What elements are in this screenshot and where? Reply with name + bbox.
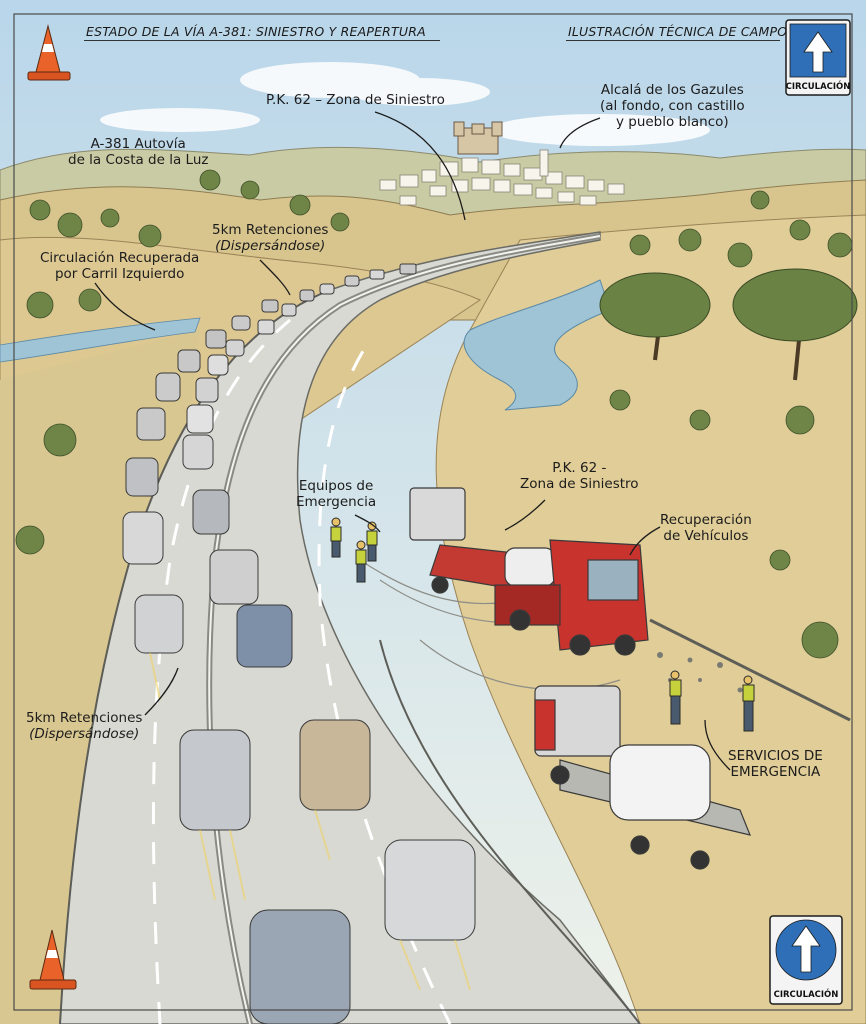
label-emergency-services: SERVICIOS DE EMERGENCIA bbox=[728, 748, 823, 780]
label-retentions-top: 5km Retenciones (Dispersándose) bbox=[212, 222, 328, 254]
arrow-up-icon bbox=[803, 31, 833, 73]
label-town-line-2: (al fondo, con castillo bbox=[600, 98, 745, 114]
subtitle-underline bbox=[566, 40, 780, 41]
label-emergency-services-line-1: SERVICIOS DE bbox=[728, 748, 823, 764]
guardrail-right bbox=[379, 639, 641, 1024]
headlight-streaks bbox=[149, 652, 471, 991]
label-town: Alcalá de los Gazules (al fondo, con cas… bbox=[600, 82, 745, 130]
label-recovery-line-2: de Vehículos bbox=[663, 528, 749, 544]
label-retentions-top-line-1: 5km Retenciones bbox=[212, 222, 329, 238]
illustration-frame bbox=[13, 13, 853, 1011]
trees bbox=[15, 169, 853, 659]
traffic-cone-icon bbox=[29, 929, 77, 990]
lane-dashes-left bbox=[151, 318, 291, 1024]
label-highway: A-381 Autovía de la Costa de la Luz bbox=[68, 136, 208, 168]
label-incident-zone-top: P.K. 62 – Zona de Siniestro bbox=[266, 92, 445, 108]
title-underline bbox=[84, 40, 440, 41]
label-town-line-1: Alcalá de los Gazules bbox=[600, 82, 744, 98]
traffic-queue bbox=[122, 263, 476, 1024]
label-recovery: Recuperación de Vehículos bbox=[660, 512, 752, 544]
circulation-sign-top-label: CIRCULACIÓN bbox=[786, 80, 851, 92]
debris bbox=[657, 652, 743, 693]
label-emergency-services-line-2: EMERGENCIA bbox=[730, 764, 821, 780]
label-recovery-line-1: Recuperación bbox=[660, 512, 752, 528]
label-retentions-bottom: 5km Retenciones (Dispersándose) bbox=[26, 710, 142, 742]
white-town bbox=[379, 149, 625, 206]
label-emergency-teams-line-1: Equipos de bbox=[298, 478, 374, 494]
label-highway-line-1: A-381 Autovía bbox=[90, 136, 186, 152]
oak-trees bbox=[599, 268, 858, 381]
circulation-sign-bottom-label: CIRCULACIÓN bbox=[774, 988, 839, 1000]
circulation-sign-top: CIRCULACIÓN bbox=[785, 19, 851, 96]
label-incident-zone-mid-line-1: P.K. 62 - bbox=[552, 460, 607, 476]
guardrail-crash bbox=[649, 618, 851, 722]
label-incident-zone-mid-line-2: Zona de Siniestro bbox=[520, 476, 639, 492]
label-incident-zone-mid: P.K. 62 - Zona de Siniestro bbox=[520, 460, 639, 492]
label-town-line-3: y pueblo blanco) bbox=[615, 114, 729, 130]
clouds bbox=[100, 62, 710, 146]
label-emergency-teams: Equipos de Emergencia bbox=[296, 478, 376, 510]
label-retentions-bottom-line-2: (Dispersándose) bbox=[29, 726, 140, 742]
label-traffic-recovered-line-1: Circulación Recuperada bbox=[40, 250, 200, 266]
label-retentions-bottom-line-1: 5km Retenciones bbox=[26, 710, 143, 726]
leader-lines bbox=[94, 111, 731, 771]
circulation-sign-bottom: CIRCULACIÓN bbox=[769, 915, 843, 1005]
label-highway-line-2: de la Costa de la Luz bbox=[68, 152, 209, 168]
label-traffic-recovered-line-2: por Carril Izquierdo bbox=[54, 266, 185, 282]
emergency-workers bbox=[330, 517, 755, 732]
page-subtitle: ILUSTRACIÓN TÉCNICA DE CAMPO bbox=[568, 24, 788, 39]
castle bbox=[453, 121, 503, 155]
traffic-cone-icon bbox=[27, 24, 71, 81]
river-left bbox=[0, 317, 201, 363]
page-title: ESTADO DE LA VÍA A-381: SINIESTRO Y REAP… bbox=[86, 24, 426, 39]
red-truck bbox=[494, 539, 649, 656]
label-traffic-recovered: Circulación Recuperada por Carril Izquie… bbox=[40, 250, 199, 282]
tow-truck-bottom bbox=[534, 685, 751, 870]
label-emergency-teams-line-2: Emergencia bbox=[296, 494, 377, 510]
arrow-up-icon bbox=[791, 925, 821, 973]
river bbox=[463, 279, 611, 411]
label-retentions-top-line-2: (Dispersándose) bbox=[215, 238, 326, 254]
